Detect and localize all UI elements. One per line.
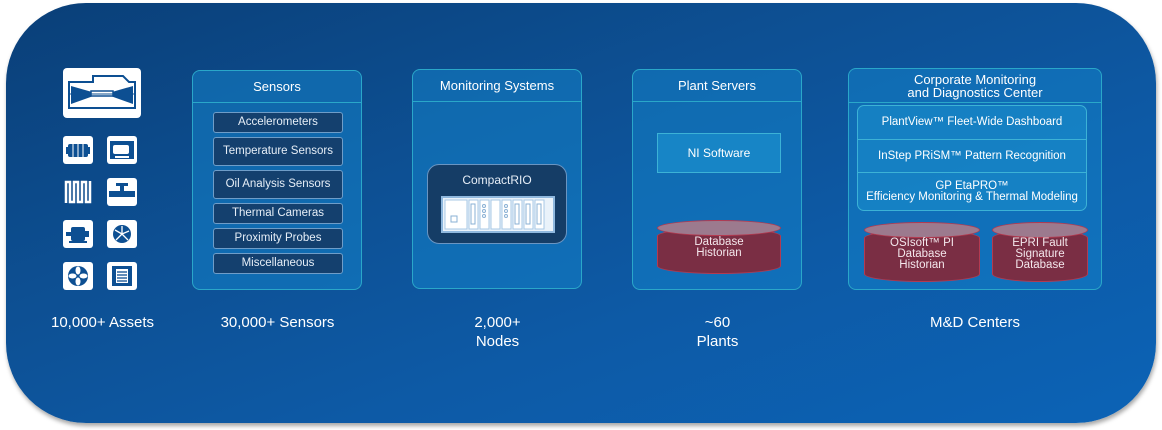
compressor-icon [107, 220, 137, 248]
epri-db-line2: Signature [1015, 248, 1065, 260]
monitoring-systems-box: Monitoring Systems CompactRIO [412, 69, 582, 289]
heat-exchanger-icon [63, 178, 93, 206]
plant-database-historian: Database Historian [657, 220, 781, 274]
plant-servers-title: Plant Servers [633, 70, 801, 102]
md-center-title-line2: and Diagnostics Center [907, 84, 1043, 100]
prism-row: InStep PRiSM™ Pattern Recognition [858, 139, 1086, 172]
monitoring-caption-unit: Nodes [475, 333, 520, 350]
ni-software-box: NI Software [657, 133, 781, 173]
motor-icon [63, 220, 93, 248]
etapro-row: GP EtaPRO™ Efficiency Monitoring & Therm… [858, 172, 1086, 210]
md-software-stack: PlantView™ Fleet-Wide Dashboard InStep P… [857, 105, 1087, 211]
plant-db-line2: Historian [696, 247, 742, 259]
md-center-title: Corporate Monitoring and Diagnostics Cen… [849, 69, 1101, 103]
valve-icon [107, 178, 137, 206]
sensor-item-thermal-cameras: Thermal Cameras [213, 203, 343, 224]
sensor-item-oil-analysis: Oil Analysis Sensors [213, 170, 343, 199]
md-center-caption: M&D Centers [929, 314, 1021, 331]
sensor-item-miscellaneous: Miscellaneous [213, 253, 343, 274]
turbine-icon [63, 68, 141, 118]
sensors-box: Sensors Accelerometers Temperature Senso… [192, 70, 362, 290]
plant-servers-caption: ~60 Plants [660, 313, 775, 351]
sensor-item-temperature: Temperature Sensors [213, 137, 343, 166]
sensors-title: Sensors [193, 71, 361, 103]
sensor-item-accelerometers: Accelerometers [213, 112, 343, 133]
generator-icon [63, 136, 93, 164]
transformer-icon [107, 262, 137, 290]
plant-servers-box: Plant Servers NI Software Database Histo… [632, 69, 802, 290]
plant-db-line1: Database [694, 236, 744, 248]
compactrio-device: CompactRIO [427, 164, 567, 244]
compactrio-chassis-icon [441, 196, 555, 233]
fan-icon [63, 262, 93, 290]
plant-servers-caption-unit: Plants [696, 333, 739, 350]
assets-caption: 10,000+ Assets [51, 314, 154, 331]
epri-db-line1: EPRI Fault [1012, 237, 1068, 249]
motor-pump-icon [107, 136, 137, 164]
osisoft-db-line1: OSIsoft™ PI [890, 237, 954, 249]
md-center-title-line1: Corporate Monitoring [913, 71, 1037, 87]
osisoft-pi-database: OSIsoft™ PI Database Historian [864, 222, 980, 282]
plant-servers-caption-count: ~60 [704, 314, 731, 331]
sensors-caption: 30,000+ Sensors [220, 314, 335, 331]
compactrio-label: CompactRIO [462, 173, 532, 187]
monitoring-caption: 2,000+ Nodes [440, 313, 555, 351]
monitoring-systems-title: Monitoring Systems [413, 70, 581, 102]
monitoring-caption-count: 2,000+ [474, 314, 521, 331]
epri-fault-signature-database: EPRI Fault Signature Database [992, 222, 1088, 282]
osisoft-db-line3: Historian [899, 259, 945, 271]
etapro-name: GP EtaPRO™ [935, 179, 1009, 192]
plantview-row: PlantView™ Fleet-Wide Dashboard [881, 116, 1063, 128]
etapro-description: Efficiency Monitoring & Thermal Modeling [866, 190, 1078, 203]
epri-db-line3: Database [1015, 259, 1065, 271]
md-center-box: Corporate Monitoring and Diagnostics Cen… [848, 68, 1102, 290]
osisoft-db-line2: Database [897, 248, 947, 260]
sensor-item-proximity-probes: Proximity Probes [213, 228, 343, 249]
